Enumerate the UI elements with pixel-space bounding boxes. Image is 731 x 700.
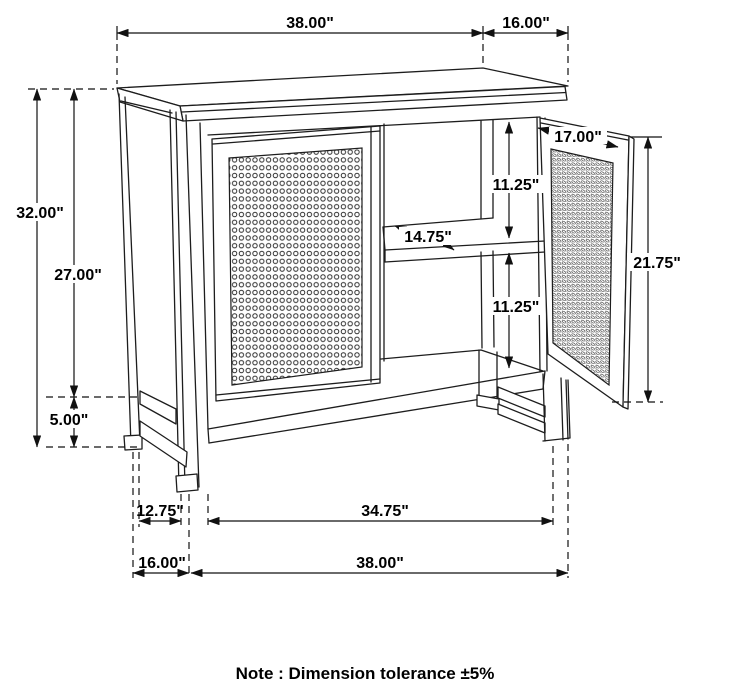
dim-label-top-depth: 16.00" (502, 15, 550, 32)
dim-label-base-width: 38.00" (356, 555, 404, 572)
front-left-foot (175, 473, 199, 493)
cabinet-right-base (476, 349, 571, 442)
rear-left-foot (123, 434, 143, 451)
label-mask (399, 227, 457, 245)
dim-label-top-width: 38.00" (286, 15, 334, 32)
dim-label-body-height: 27.00" (54, 267, 102, 284)
cabinet-left-side (118, 93, 200, 493)
left-lower-stretcher (139, 420, 188, 468)
dim-label-door-height: 21.75" (633, 255, 681, 272)
dim-label-upper-compartment: 11.25" (493, 177, 540, 194)
dim-label-base-depth: 16.00" (138, 555, 186, 572)
right-door-mesh-panel (550, 148, 614, 387)
dim-label-lower-compartment: 11.25" (493, 299, 540, 316)
left-upper-stretcher (139, 390, 177, 425)
cabinet-top-slab (116, 67, 569, 122)
label-mask (49, 265, 107, 283)
dim-label-leg-height: 5.00" (50, 412, 89, 429)
label-mask (549, 127, 607, 144)
left-door-closed (211, 123, 385, 402)
dim-label-overall-height: 32.00" (16, 205, 64, 222)
right-upper-stretcher (497, 386, 546, 418)
left-door-perforated-panel (228, 147, 363, 386)
tolerance-note: Note : Dimension tolerance ±5% (236, 664, 495, 683)
label-mask (11, 203, 69, 221)
dimension-labels: 38.00" 16.00" 32.00" 27.00" 5.00" 11.25"… (11, 15, 687, 572)
label-mask (487, 297, 545, 315)
label-mask (44, 410, 96, 428)
label-mask (487, 175, 545, 193)
dim-label-shelf-depth: 14.75" (404, 229, 452, 246)
right-door-open (539, 117, 635, 410)
open-compartment-interior (380, 119, 546, 372)
dim-label-front-leg-span: 34.75" (361, 503, 409, 520)
dim-label-side-leg-span: 12.75" (136, 503, 184, 520)
label-mask (627, 253, 687, 271)
middle-shelf (382, 217, 546, 263)
dim-label-door-width: 17.00" (554, 129, 602, 146)
front-right-leg (542, 373, 571, 442)
